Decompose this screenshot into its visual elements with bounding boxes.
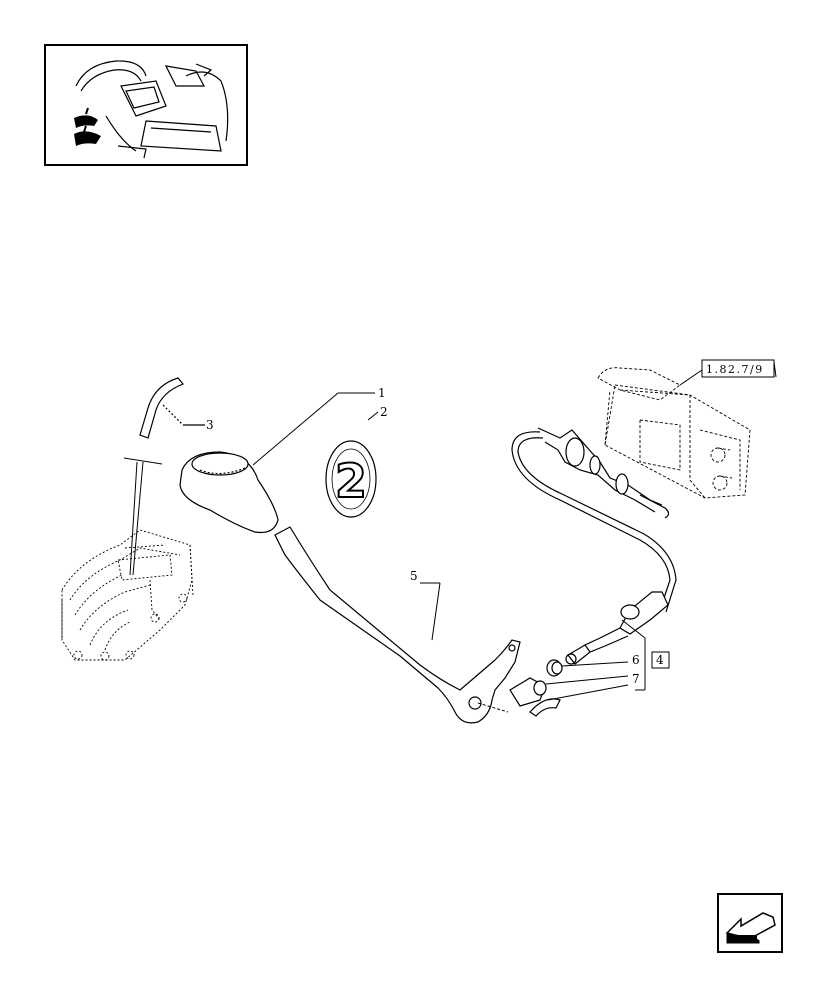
callout-5-leader — [420, 582, 441, 641]
callout-1-leader — [252, 392, 375, 466]
back-arrow-button[interactable] — [717, 893, 783, 953]
gearbox-housing — [61, 529, 194, 661]
callout-4: 4 — [656, 653, 664, 667]
callout-3: 3 — [206, 418, 214, 432]
ref-box[interactable] — [701, 359, 775, 378]
ref-code[interactable]: 1.82.7/9 — [706, 363, 764, 376]
housing-leader — [123, 457, 163, 576]
badge-circle — [325, 440, 377, 518]
callout-2-leader — [367, 411, 379, 421]
locator-thumbnail[interactable] — [44, 44, 248, 166]
part-6-nut — [546, 659, 563, 677]
part-5-lever — [274, 526, 521, 724]
callout-2: 2 — [380, 405, 388, 419]
part-4-cable — [511, 427, 677, 665]
badge-number: 2 — [335, 454, 367, 508]
callout-6: 6 — [632, 653, 640, 667]
assembly-line — [477, 702, 509, 713]
callout-4-box — [651, 651, 670, 669]
tractor-cab-sketch — [74, 60, 229, 159]
part-3-rod — [139, 377, 205, 439]
part-1-knob — [179, 451, 279, 534]
control-valve — [597, 367, 751, 499]
ref-leader — [679, 369, 703, 386]
callout-7: 7 — [632, 672, 640, 686]
callout-6-7-leaders — [545, 619, 646, 701]
part-7-clevis — [509, 677, 561, 717]
callout-5: 5 — [410, 569, 418, 583]
back-arrow-icon — [725, 912, 776, 944]
callout-1: 1 — [378, 386, 386, 400]
